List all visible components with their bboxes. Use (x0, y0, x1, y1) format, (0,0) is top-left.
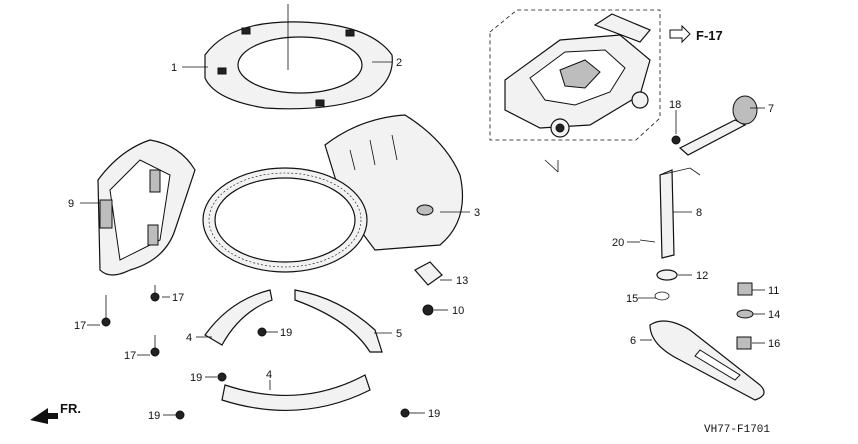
figure-code: VH77-F1701 (704, 424, 770, 436)
callout-4-upper: 4 (186, 332, 192, 344)
callout-2: 2 (396, 57, 402, 69)
callout-19-c: 19 (148, 410, 160, 422)
callout-15: 15 (626, 293, 638, 305)
leader-lines (80, 61, 765, 416)
callout-9: 9 (68, 198, 74, 210)
callout-20: 20 (612, 237, 624, 249)
small-hardware-center (414, 261, 443, 316)
part-1-2-ring-plates (204, 4, 393, 110)
callout-19-d: 19 (428, 408, 440, 420)
callout-8: 8 (696, 207, 702, 219)
callout-1: 1 (171, 62, 177, 74)
callout-19-a: 19 (280, 327, 292, 339)
callout-6: 6 (630, 335, 636, 347)
callout-16: 16 (768, 338, 780, 350)
callout-7: 7 (768, 103, 774, 115)
mower-overview-inset (489, 9, 661, 173)
callout-17-b: 17 (74, 320, 86, 332)
front-label: FR. (60, 401, 81, 416)
callout-14: 14 (768, 309, 780, 321)
f17-label: F-17 (696, 28, 723, 43)
callout-19-b: 19 (190, 372, 202, 384)
callout-18: 18 (669, 99, 681, 111)
callout-10: 10 (452, 305, 464, 317)
front-direction-arrow: FR. (30, 401, 81, 424)
callout-5: 5 (396, 328, 402, 340)
part-9-shroud (97, 139, 196, 276)
callout-3: 3 (474, 207, 480, 219)
callout-17-a: 17 (172, 292, 184, 304)
f17-reference[interactable]: F-17 (669, 24, 723, 44)
callout-11: 11 (768, 285, 779, 297)
callout-12: 12 (696, 270, 708, 282)
callout-13: 13 (456, 275, 468, 287)
callout-labels: 1 2 3 4 4 5 6 7 8 9 10 11 12 13 14 15 16… (68, 57, 780, 422)
part-4-5-ring-segments (204, 289, 383, 411)
blade-housing-ring (202, 167, 368, 273)
callout-17-c: 17 (124, 350, 136, 362)
control-linkage-parts (639, 95, 765, 401)
callout-4-lower: 4 (266, 369, 272, 381)
